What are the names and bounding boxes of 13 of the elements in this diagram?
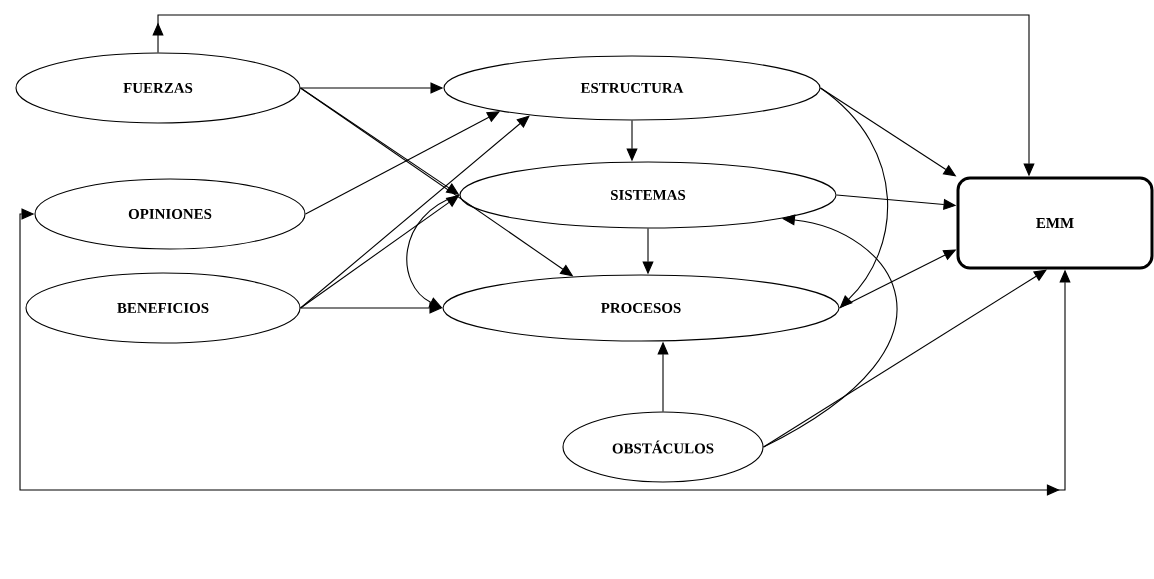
rounded-box: EMM	[956, 176, 1154, 270]
arrow	[820, 87, 888, 308]
arrow	[406, 194, 460, 308]
ellipse-node: BENEFICIOS	[25, 272, 301, 344]
arrow	[763, 269, 1047, 448]
ellipse-node: OPINIONES	[34, 178, 306, 250]
arrow	[300, 115, 530, 309]
ellipse-node: OBSTÁCULOS	[562, 411, 764, 483]
ellipse-node: SISTEMAS	[459, 161, 837, 229]
ellipse-node: ESTRUCTURA	[443, 55, 821, 121]
arrow	[19, 208, 1071, 496]
ellipse-node: PROCESOS	[442, 274, 840, 342]
ellipse-node: FUERZAS	[15, 52, 301, 124]
